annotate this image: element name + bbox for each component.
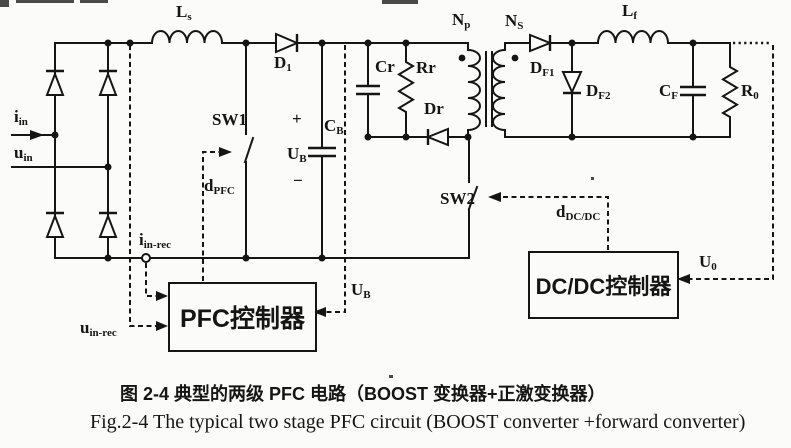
label-np: Np xyxy=(452,10,471,31)
forward-diode-df1 xyxy=(504,33,599,53)
switch-sw1 xyxy=(243,42,255,259)
scan-artifacts xyxy=(0,0,594,378)
label-lf: Lf xyxy=(622,1,638,22)
bridge-diode-bottom-left xyxy=(45,213,65,238)
label-uin-rec: uin-rec xyxy=(80,318,117,339)
arrow-icon xyxy=(488,192,501,202)
uin-rec-sense-line xyxy=(129,45,168,331)
label-df1: DF1 xyxy=(530,58,555,79)
freewheel-diode-df2 xyxy=(561,42,583,138)
label-u0: U0 xyxy=(699,252,717,273)
transformer xyxy=(458,42,519,138)
label-rr: Rr xyxy=(416,58,436,77)
arrow-icon xyxy=(219,147,232,157)
current-probe-node xyxy=(141,253,151,263)
label-iin-rec: iin-rec xyxy=(139,230,172,251)
primary-winding-coil xyxy=(466,48,481,132)
ub-sense-line xyxy=(313,45,346,317)
iin-rec-sense-line xyxy=(141,253,168,301)
label-ddcdc: dDC/DC xyxy=(556,202,601,223)
dcdc-controller-box: DC/DC控制器 xyxy=(528,251,679,319)
label-sw1: SW1 xyxy=(212,110,247,129)
label-cr: Cr xyxy=(375,57,395,76)
arrow-icon xyxy=(156,291,168,301)
output-inductor-coil xyxy=(596,30,670,45)
bridge-diode-top-right xyxy=(98,71,118,96)
bulk-capacitor-cb xyxy=(308,42,336,259)
bridge-diode-bottom-right xyxy=(98,213,118,238)
boost-diode-d1 xyxy=(275,32,469,54)
junction-dots xyxy=(51,39,697,262)
secondary-winding-coil xyxy=(492,48,507,132)
switch-sw2 xyxy=(467,136,479,259)
label-ls: Ls xyxy=(176,2,192,23)
boost-inductor-coil xyxy=(150,30,224,45)
input-current-line xyxy=(11,130,56,140)
u0-sense-line xyxy=(677,41,774,284)
bridge-rectifier xyxy=(45,42,153,259)
caption-chinese: 图 2-4 典型的两级 PFC 电路（BOOST 变换器+正激变换器） xyxy=(120,384,606,404)
pfc-controller-box: PFC控制器 xyxy=(168,282,317,352)
input-current-arrow-icon xyxy=(30,130,44,140)
arrow-icon xyxy=(677,274,690,284)
label-cf: CF xyxy=(659,81,679,102)
label-minus: − xyxy=(293,171,303,190)
load-resistor-r0 xyxy=(721,42,739,138)
label-df2: DF2 xyxy=(586,81,611,102)
label-u-in: uin xyxy=(14,143,33,164)
label-sw2: SW2 xyxy=(440,189,475,208)
ddcdc-drive-line xyxy=(488,192,609,250)
label-i-in: iin xyxy=(14,107,28,128)
bridge-diode-top-left xyxy=(45,71,65,96)
label-ub: UB xyxy=(287,144,307,165)
label-r0: R0 xyxy=(741,81,759,102)
snubber-diode-dr xyxy=(367,127,469,147)
arrow-icon xyxy=(313,307,326,317)
label-d1: D1 xyxy=(274,53,292,74)
label-ub-sense: UB xyxy=(351,280,371,301)
snubber-capacitor-cr xyxy=(356,42,380,138)
dcdc-controller-label: DC/DC控制器 xyxy=(535,274,672,299)
caption-english: Fig.2-4 The typical two stage PFC circui… xyxy=(90,411,746,433)
label-ns: NS xyxy=(505,11,524,32)
output-capacitor-cf xyxy=(680,42,706,138)
secondary-phase-dot xyxy=(511,54,519,62)
label-dpfc: dPFC xyxy=(204,176,235,197)
primary-phase-dot xyxy=(458,54,466,62)
snubber-resistor-rr xyxy=(397,42,415,138)
label-plus: + xyxy=(292,109,302,128)
arrow-icon xyxy=(156,321,168,331)
dpfc-drive-line xyxy=(202,147,232,281)
label-dr: Dr xyxy=(424,99,444,118)
label-cb: CB xyxy=(324,116,344,137)
pfc-controller-label: PFC控制器 xyxy=(179,305,305,333)
